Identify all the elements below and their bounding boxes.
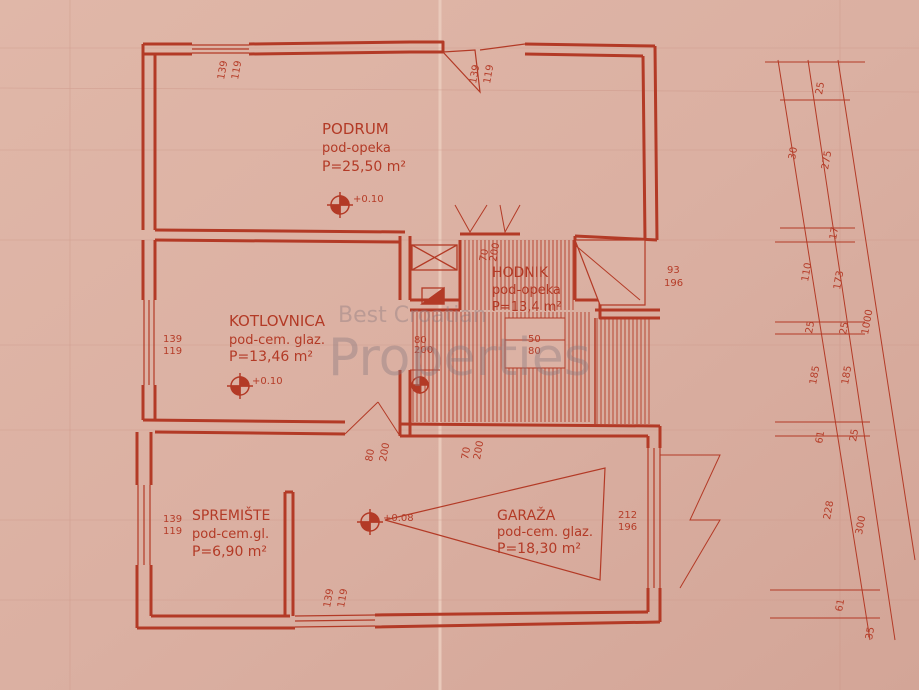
spremiste-window-dim-b: 119	[163, 526, 182, 537]
room-floor: pod-opeka	[322, 141, 391, 156]
garage-inner-dim-a: 70	[460, 446, 473, 460]
room-area: P=13,46 m²	[229, 349, 313, 365]
podrum-window-dim-b: 119	[230, 60, 244, 81]
room-floor: pod-cem. glaz.	[229, 333, 325, 348]
podrum-door-dim-b: 119	[482, 64, 496, 85]
kotl-door-dim-b: 200	[414, 345, 433, 356]
outer-dim-3: 17	[828, 226, 841, 240]
small-dim-a: 50	[528, 334, 541, 345]
room-garaza: GARAŽA pod-cem. glaz. P=18,30 m² +0.08	[383, 506, 593, 557]
inner-dimension-labels: 30 110 25 185 61 228 61	[787, 146, 847, 612]
chimney-blocks	[411, 244, 458, 305]
watermark-line2: Properties	[328, 328, 591, 388]
inner-dim-2: 110	[800, 262, 814, 283]
level-marker-garaza	[357, 509, 383, 535]
kotlovnica-window-dim-b: 119	[163, 346, 182, 357]
spremiste-window-dim-a: 139	[163, 514, 182, 525]
outer-dim-1: 25	[814, 81, 827, 95]
room-level: +0.10	[252, 376, 283, 387]
stairs	[412, 239, 650, 424]
level-marker-kotlovnica	[227, 373, 253, 399]
room-spremiste: SPREMIŠTE pod-cem.gl. P=6,90 m²	[192, 506, 270, 560]
kotlovnica-window-dim-a: 139	[163, 334, 182, 345]
tiny-dim-b: 200	[488, 242, 502, 263]
podrum-door-dim-a: 139	[468, 64, 482, 85]
room-name: SPREMIŠTE	[192, 506, 270, 524]
outer-dim-9: 35	[864, 626, 877, 640]
outer-dimension-labels: 25 275 17 173 25 185 25 300 35	[814, 81, 877, 640]
walls	[135, 40, 662, 630]
room-area: P=18,30 m²	[497, 541, 581, 557]
outer-dim-2: 275	[820, 150, 834, 171]
watermark-line1: Best Croatian	[338, 303, 487, 328]
podrum-door-swing	[441, 43, 526, 94]
room-level: +0.08	[383, 513, 414, 524]
garage-vehicle-marker	[384, 467, 606, 581]
inner-dim-6: 228	[822, 500, 836, 521]
bottom-window-dim-a: 139	[322, 588, 336, 609]
stair-door-dim-b: 200	[378, 442, 392, 463]
garaza-door-dim-b: 196	[618, 522, 637, 533]
level-marker-podrum	[327, 192, 353, 218]
outer-dim-5: 25	[838, 321, 851, 335]
garage-inner-dim-b: 200	[472, 440, 486, 461]
inner-dim-5: 61	[814, 430, 827, 444]
tiny-dim-a: 70	[478, 248, 491, 262]
outer-dim-8: 300	[854, 515, 868, 536]
room-podrum: PODRUM pod-opeka P=25,50 m² +0.10	[322, 120, 406, 205]
room-level: +0.10	[353, 194, 384, 205]
total-dimension-label: 1000	[860, 309, 875, 336]
hodnik-door-dim-b: 196	[664, 278, 683, 289]
podrum-window-dim-a: 139	[216, 60, 230, 81]
room-kotlovnica: KOTLOVNICA pod-cem. glaz. P=13,46 m² +0.…	[229, 312, 326, 387]
room-area: P=25,50 m²	[322, 159, 406, 175]
door-swings	[344, 204, 721, 589]
inner-dim-3: 25	[804, 320, 817, 334]
small-dim-b: 80	[528, 346, 541, 357]
opening-dimensions: 139 119 139 119 139 119 139 119 139 119 …	[163, 60, 683, 609]
room-floor: pod-opeka	[492, 283, 561, 298]
stair-door-dim-a: 80	[364, 448, 377, 462]
outer-dim-7: 25	[848, 428, 861, 442]
dimension-chains	[765, 59, 916, 641]
room-area: P=6,90 m²	[192, 544, 267, 560]
kotl-door-dim-a: 80	[414, 335, 427, 346]
level-markers	[227, 192, 429, 535]
room-name: KOTLOVNICA	[229, 312, 326, 330]
bottom-window-dim-b: 119	[336, 588, 350, 609]
room-hodnik: HODNIK pod-opeka P=13,4 m²	[492, 265, 562, 315]
room-name: HODNIK	[492, 265, 549, 281]
outer-dim-6: 185	[840, 365, 854, 386]
room-floor: pod-cem. glaz.	[497, 525, 593, 540]
hodnik-door-dim-a: 93	[667, 265, 680, 276]
windows	[137, 44, 661, 628]
inner-dim-4: 185	[808, 365, 822, 386]
inner-dim-7: 61	[834, 598, 847, 612]
room-area: P=13,4 m²	[492, 300, 562, 315]
level-marker-hodnik	[411, 376, 429, 394]
room-floor: pod-cem.gl.	[192, 527, 269, 542]
room-name: PODRUM	[322, 120, 389, 138]
inner-dim-1: 30	[787, 146, 800, 160]
outer-dim-4: 173	[832, 270, 846, 291]
watermark: Best Croatian Properties	[328, 303, 591, 388]
room-name: GARAŽA	[497, 506, 556, 524]
garaza-door-dim-a: 212	[618, 510, 637, 521]
